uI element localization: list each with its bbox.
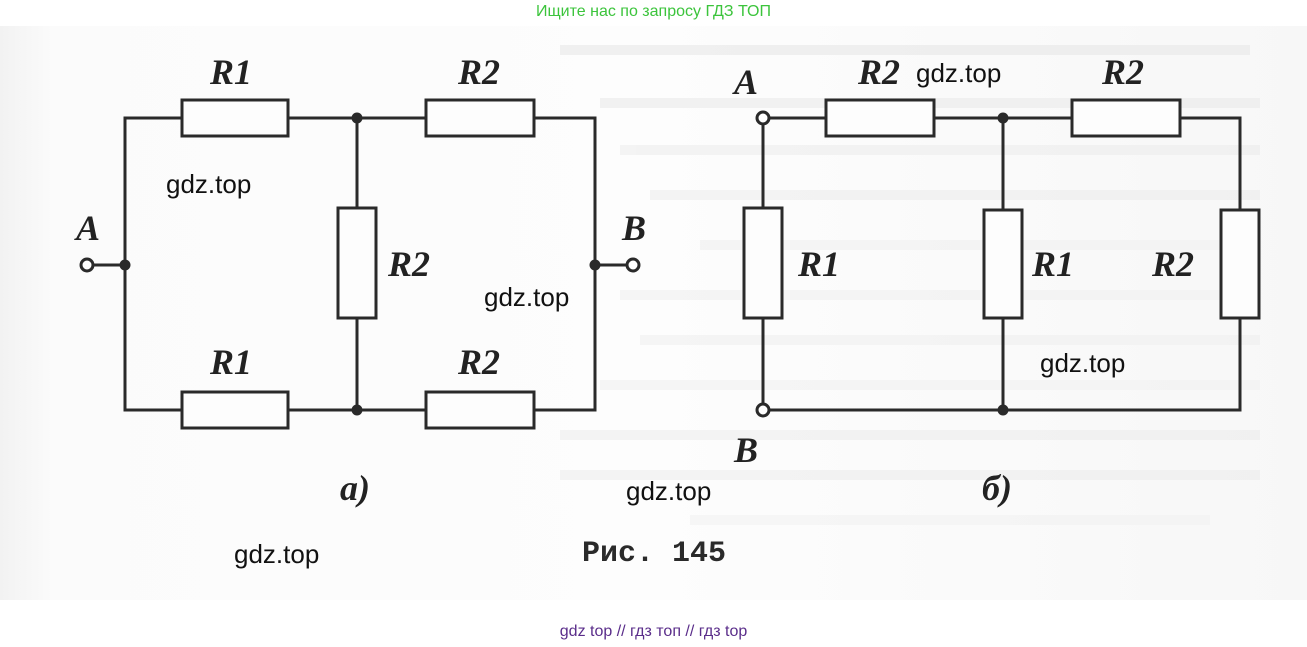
resistor-b-r1-middle bbox=[982, 208, 1024, 320]
label-a-r2-bottom: R2 bbox=[457, 342, 500, 382]
junction-a-bottom bbox=[351, 404, 363, 416]
resistor-b-r1-left bbox=[742, 206, 784, 320]
junction-a-left bbox=[119, 259, 131, 271]
label-a-r2-middle: R2 bbox=[387, 244, 430, 284]
wire-a-bottom-left bbox=[123, 265, 182, 412]
label-b-node-a: A bbox=[732, 62, 758, 102]
junction-a-right bbox=[589, 259, 601, 271]
wire-a-top-left bbox=[123, 116, 182, 265]
terminal-a-b bbox=[625, 257, 641, 273]
watermark-5: gdz.top bbox=[626, 476, 711, 506]
label-b-r1-left: R1 bbox=[797, 244, 840, 284]
junction-b-bottom bbox=[997, 404, 1009, 416]
label-a-r1-top: R1 bbox=[209, 52, 252, 92]
wire-b-right-lower bbox=[763, 318, 1242, 412]
terminal-a-a bbox=[79, 257, 95, 273]
search-banner: Ищите нас по запросу ГДЗ ТОП bbox=[536, 3, 771, 20]
label-b-r2-top-right: R2 bbox=[1101, 52, 1144, 92]
terminal-b-a bbox=[755, 110, 771, 126]
label-a-r1-bottom: R1 bbox=[209, 342, 252, 382]
watermark-6: gdz.top bbox=[234, 539, 319, 569]
label-a-r2-top: R2 bbox=[457, 52, 500, 92]
wire-a-bottom-right bbox=[534, 265, 597, 412]
resistor-b-r2-right bbox=[1219, 208, 1261, 320]
resistor-a-r2-top bbox=[424, 98, 536, 138]
resistor-a-r1-top bbox=[180, 98, 290, 138]
circuit-a: R1 R2 R2 R1 R2 A B а) bbox=[74, 52, 646, 508]
circuit-b: R2 R2 R1 R1 R2 A B б) bbox=[732, 52, 1261, 508]
label-b-node-b: B bbox=[733, 430, 758, 470]
label-a-node-a: A bbox=[74, 208, 100, 248]
junction-b-top bbox=[997, 112, 1009, 124]
wire-b-top-right bbox=[1180, 116, 1242, 210]
terminal-b-b bbox=[755, 402, 771, 418]
watermark-1: gdz.top bbox=[916, 58, 1001, 88]
label-a-node-b: B bbox=[621, 208, 646, 248]
label-b-r2-right: R2 bbox=[1151, 244, 1194, 284]
junction-a-top bbox=[351, 112, 363, 124]
resistor-b-r2-top-right bbox=[1070, 98, 1182, 138]
wire-a-top-right bbox=[534, 116, 597, 265]
resistor-a-r1-bottom bbox=[180, 390, 290, 430]
label-a-sublabel: а) bbox=[340, 468, 370, 508]
watermark-3: gdz.top bbox=[484, 282, 569, 312]
label-b-sublabel: б) bbox=[982, 468, 1012, 508]
watermarks: gdz.top gdz.top gdz.top gdz.top gdz.top … bbox=[166, 58, 1125, 569]
resistor-a-r2-bottom bbox=[424, 390, 536, 430]
watermark-2: gdz.top bbox=[166, 169, 251, 199]
label-b-r2-top-left: R2 bbox=[857, 52, 900, 92]
resistor-b-r2-top-left bbox=[824, 98, 936, 138]
footer-links: gdz top // гдз топ // гдз top bbox=[559, 623, 748, 640]
resistor-a-r2-middle bbox=[336, 206, 378, 320]
figure-caption: Рис. 145 bbox=[582, 537, 726, 571]
label-b-r1-middle: R1 bbox=[1031, 244, 1074, 284]
watermark-4: gdz.top bbox=[1040, 348, 1125, 378]
